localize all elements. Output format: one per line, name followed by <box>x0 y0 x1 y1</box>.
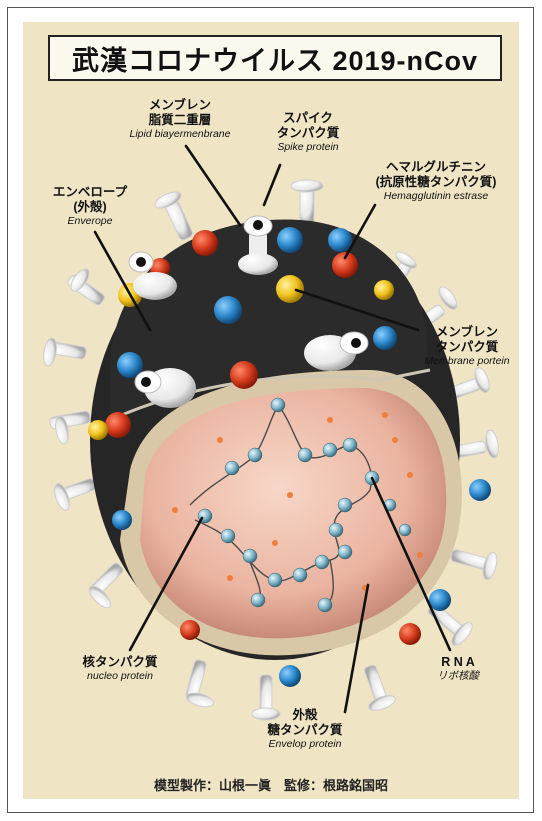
label-en: Enverope <box>30 215 150 228</box>
label-en: nucleo protein <box>60 670 180 683</box>
label-jp-line1: スパイク <box>243 111 373 126</box>
label-en: Hemagglutinin estrase <box>346 190 526 203</box>
label-en: Envelop protein <box>245 738 365 751</box>
label-envelop-protein: 外殻 糖タンパク質 Envelop protein <box>245 708 365 751</box>
label-jp-line2: 糖タンパク質 <box>245 723 365 738</box>
label-membrane-bilayer: メンブレン 脂質二重層 Lipid biayermenbrane <box>105 98 255 141</box>
label-jp-line2: タンパク質 <box>243 126 373 141</box>
label-jp-line2: (外殻) <box>30 200 150 215</box>
label-jp-line2: タンパク質 <box>402 340 532 355</box>
label-spike-protein: スパイク タンパク質 Spike protein <box>243 111 373 154</box>
label-rna: R N A リボ核酸 <box>418 655 498 683</box>
label-jp-line1: エンベロープ <box>30 185 150 200</box>
label-jp-line1: ヘマルグルチニン <box>346 160 526 175</box>
cutaway-interior <box>120 370 462 655</box>
label-jp-line1: 外殻 <box>245 708 365 723</box>
label-en: Membrane portein <box>402 355 532 368</box>
label-en: Spike protein <box>243 141 373 154</box>
label-nucleo-protein: 核タンパク質 nucleo protein <box>60 655 180 683</box>
label-membrane-protein: メンブレン タンパク質 Membrane portein <box>402 325 532 368</box>
label-jp-line2: (抗原性糖タンパク質) <box>346 175 526 190</box>
label-jp-line2: 脂質二重層 <box>105 113 255 128</box>
label-hemagglutinin: ヘマルグルチニン (抗原性糖タンパク質) Hemagglutinin estra… <box>346 160 526 203</box>
label-jp-line1: メンブレン <box>105 98 255 113</box>
label-envelope: エンベロープ (外殻) Enverope <box>30 185 150 228</box>
label-jp-line1: メンブレン <box>402 325 532 340</box>
credit-line: 模型製作：山根一眞 監修：根路銘国昭 <box>0 775 542 794</box>
label-en: Lipid biayermenbrane <box>105 128 255 141</box>
label-jp-line1: 核タンパク質 <box>60 655 180 670</box>
label-en: リボ核酸 <box>418 670 498 683</box>
label-jp-line1: R N A <box>418 655 498 670</box>
